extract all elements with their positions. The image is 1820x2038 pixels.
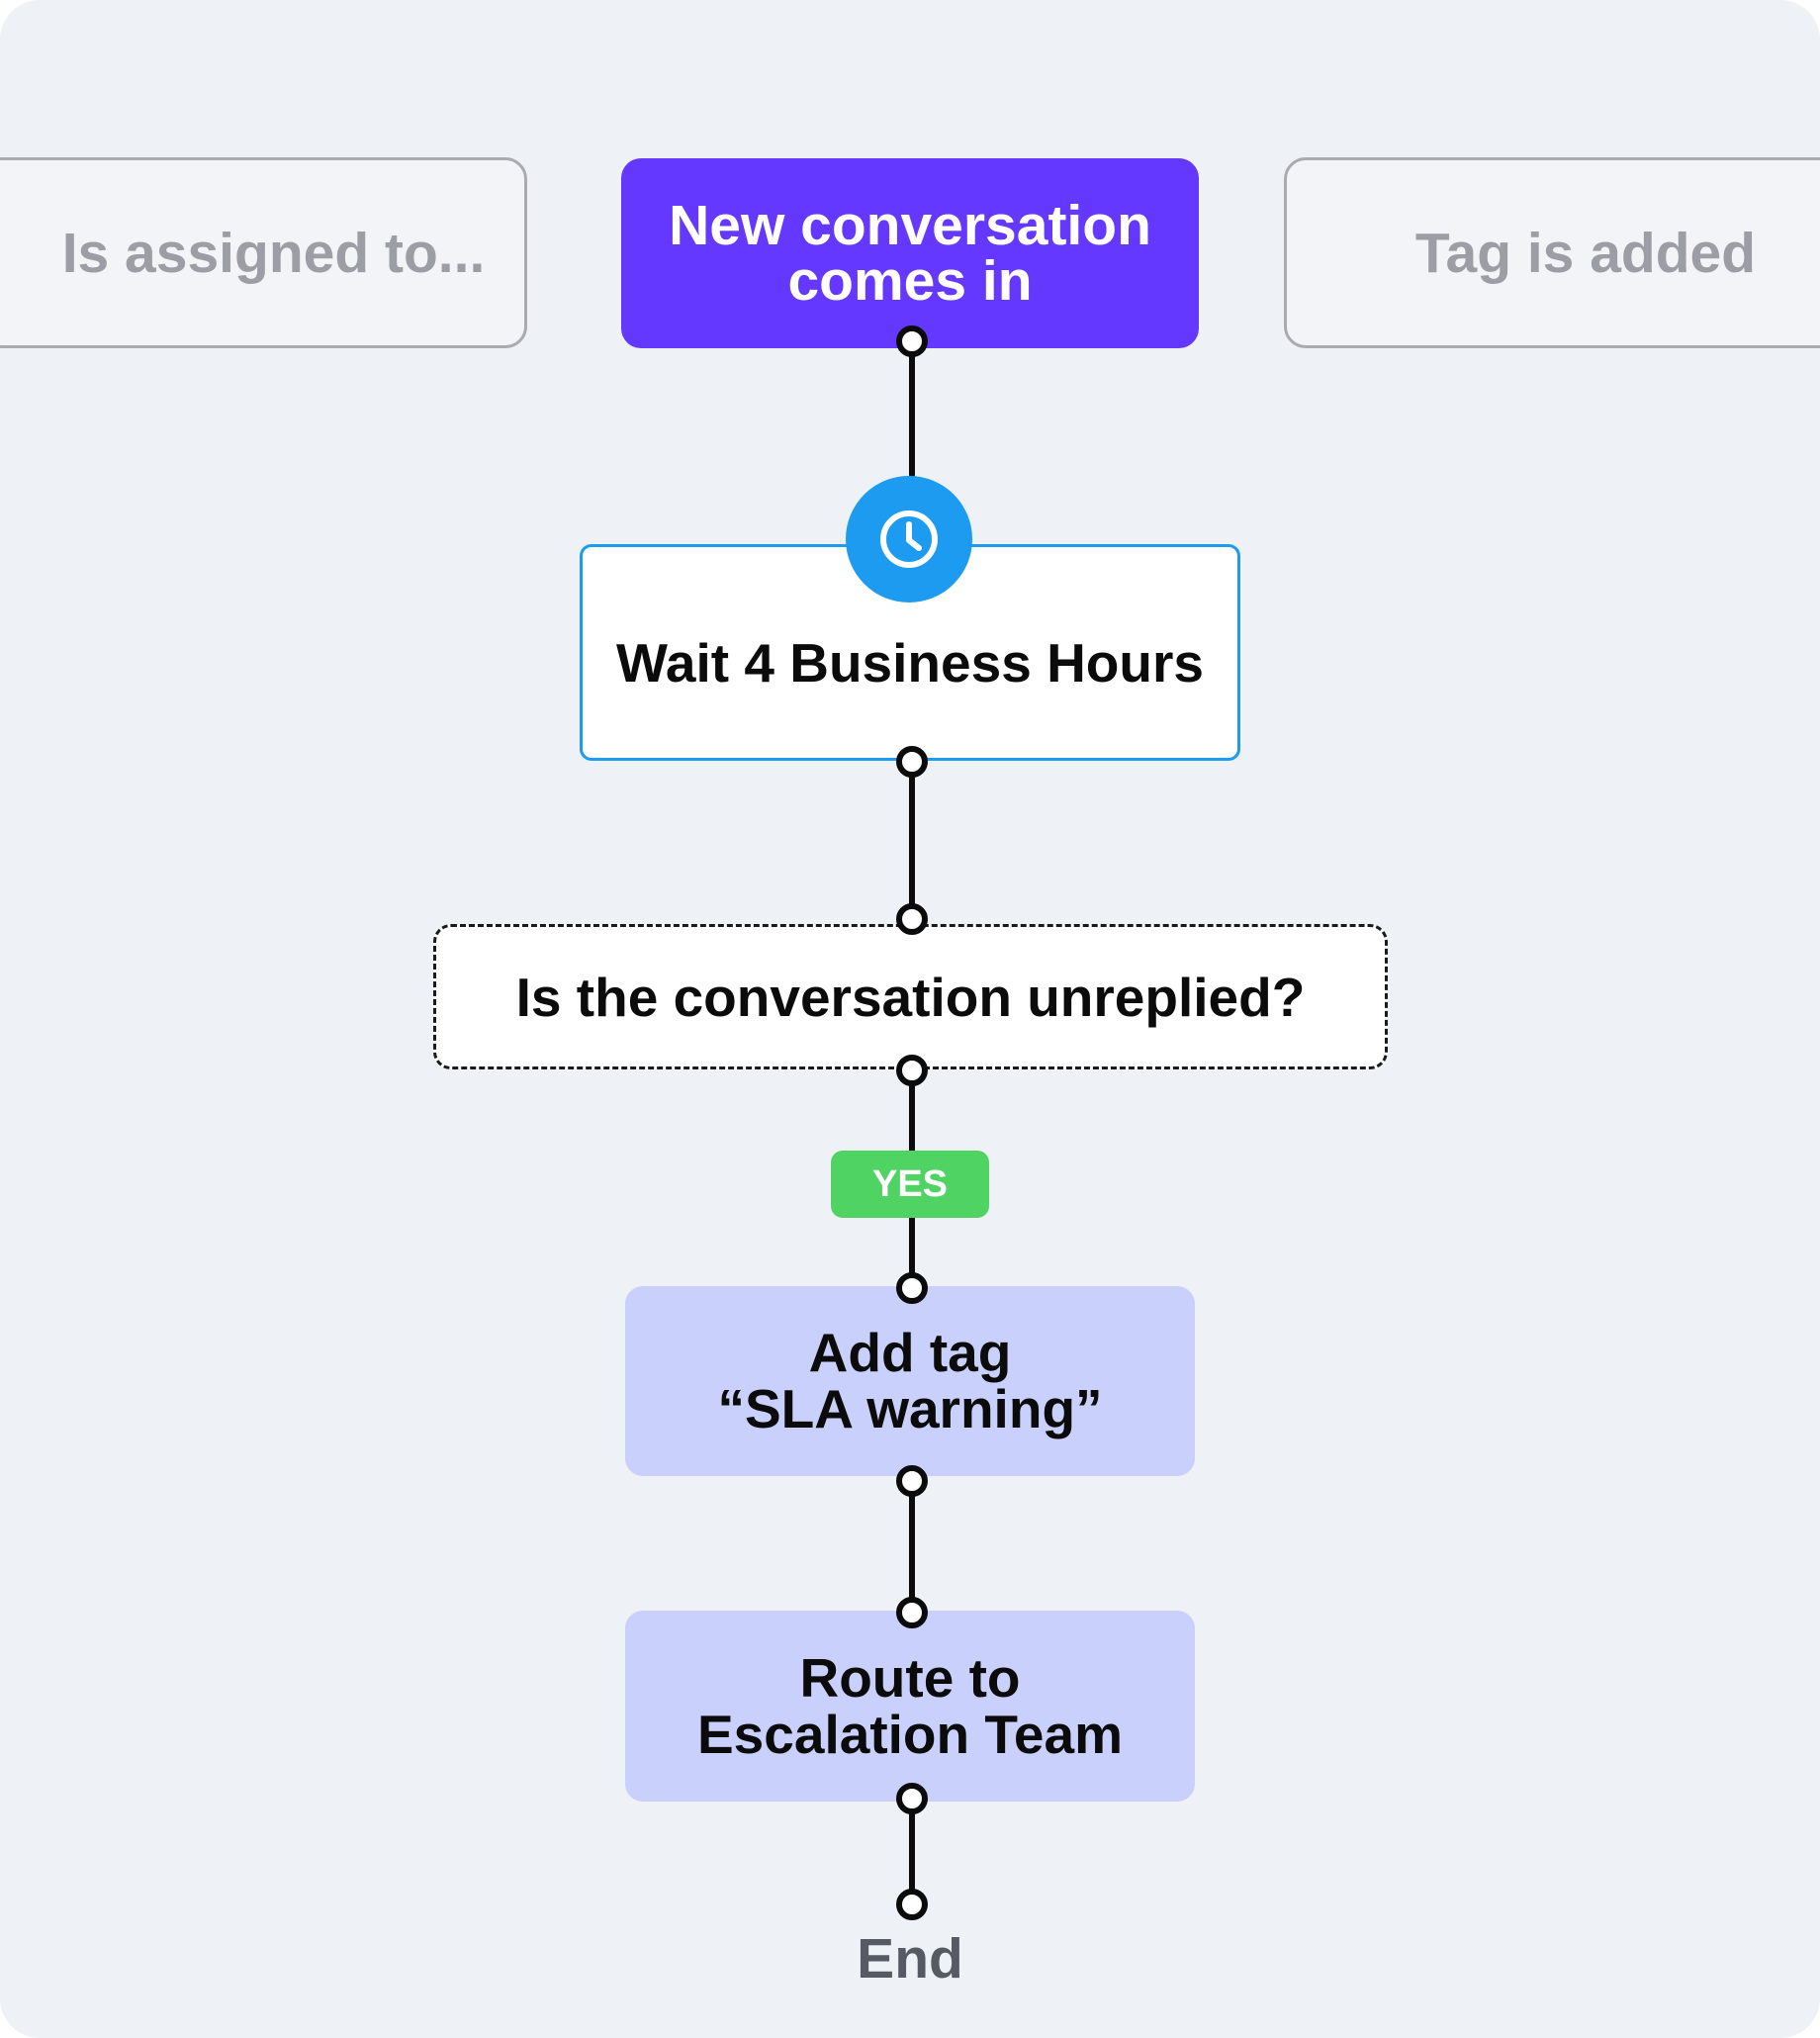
- condition-step-label: Is the conversation unreplied?: [515, 966, 1306, 1028]
- trigger-new-conversation[interactable]: New conversation comes in: [621, 158, 1199, 348]
- clock-icon: [846, 476, 972, 602]
- yes-branch-badge: YES: [831, 1151, 989, 1218]
- port-wait-out[interactable]: [896, 746, 928, 778]
- port-condition-out[interactable]: [896, 1055, 928, 1086]
- port-route-in[interactable]: [896, 1597, 928, 1628]
- action-add-tag-label: Add tag “SLA warning”: [717, 1322, 1103, 1439]
- condition-step[interactable]: Is the conversation unreplied?: [433, 924, 1388, 1069]
- end-label: End: [857, 1927, 963, 1991]
- action-route-escalation-label: Route to Escalation Team: [697, 1646, 1123, 1765]
- trigger-is-assigned-label: Is assigned to...: [61, 221, 486, 285]
- port-end[interactable]: [896, 1889, 928, 1920]
- trigger-tag-added[interactable]: Tag is added: [1284, 157, 1820, 348]
- port-condition-in[interactable]: [896, 903, 928, 935]
- trigger-is-assigned[interactable]: Is assigned to...: [0, 157, 527, 348]
- port-add-tag-in[interactable]: [896, 1272, 928, 1304]
- clock-icon-glyph: [880, 510, 938, 568]
- action-route-escalation[interactable]: Route to Escalation Team: [625, 1611, 1195, 1802]
- port-route-out[interactable]: [896, 1783, 928, 1814]
- port-add-tag-out[interactable]: [896, 1465, 928, 1497]
- trigger-tag-added-label: Tag is added: [1414, 221, 1757, 285]
- wait-step-label: Wait 4 Business Hours: [616, 631, 1204, 694]
- port-trigger-out[interactable]: [896, 325, 928, 357]
- action-add-tag[interactable]: Add tag “SLA warning”: [625, 1286, 1195, 1476]
- trigger-new-conversation-label: New conversation comes in: [669, 194, 1151, 313]
- yes-branch-label: YES: [871, 1162, 949, 1205]
